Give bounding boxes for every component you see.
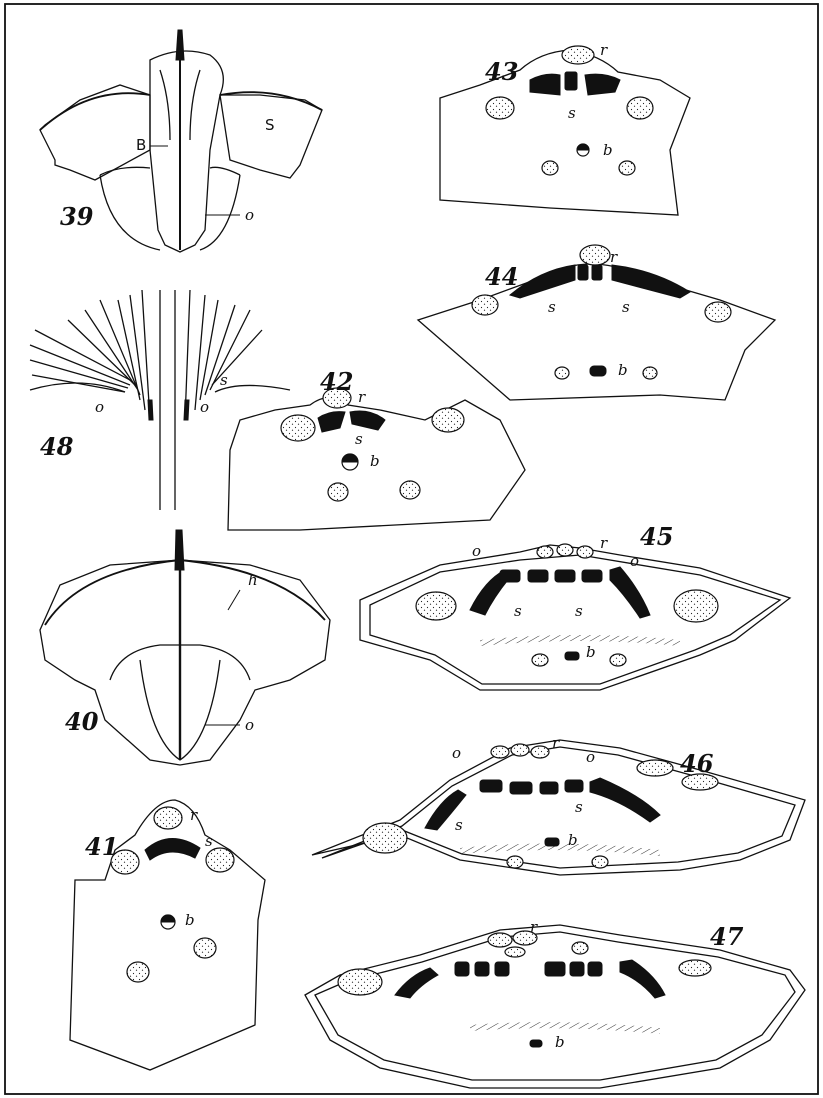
label-r: r	[610, 248, 618, 266]
label-r: r	[530, 918, 538, 936]
label-s-left: s	[548, 298, 556, 316]
label-o-left: o	[452, 744, 461, 762]
figure-number-42: 42	[320, 367, 353, 396]
figure-46: r s s b o o 46	[312, 734, 805, 875]
figure-39: B S o 39	[40, 30, 322, 252]
label-o: o	[245, 716, 254, 734]
label-s-left: s	[455, 816, 463, 834]
label-r: r	[600, 534, 608, 552]
figure-42: r s b 42	[228, 367, 525, 530]
label-b: b	[555, 1033, 565, 1051]
label-o: o	[245, 206, 254, 224]
label-S: S	[265, 116, 275, 134]
figure-number-40: 40	[65, 707, 99, 736]
label-b: b	[586, 643, 596, 661]
figure-number-44: 44	[485, 262, 518, 291]
label-B: B	[136, 136, 146, 154]
figure-number-43: 43	[485, 57, 518, 86]
figure-43: r s b 43	[440, 41, 690, 215]
label-s-left: s	[514, 602, 522, 620]
label-h: h	[248, 571, 258, 589]
figure-48: s o o 48	[30, 290, 290, 510]
label-b: b	[185, 911, 195, 929]
label-b: b	[370, 452, 380, 470]
figure-40: h o 40	[40, 530, 330, 765]
label-o-right: o	[586, 748, 595, 766]
label-s: s	[568, 104, 576, 122]
figure-41: r s b 41	[70, 800, 265, 1070]
figure-number-47: 47	[710, 922, 744, 951]
label-o-right: o	[200, 398, 209, 416]
label-s: s	[355, 430, 363, 448]
label-r: r	[358, 388, 366, 406]
label-b: b	[603, 141, 613, 159]
figure-number-45: 45	[640, 522, 673, 551]
figure-45: r s s b o o 45	[360, 522, 790, 690]
label-s-right: s	[575, 602, 583, 620]
label-r: r	[190, 806, 198, 824]
figure-number-41: 41	[85, 832, 118, 861]
label-o-left: o	[472, 542, 481, 560]
figure-number-46: 46	[680, 749, 714, 778]
figure-number-39: 39	[60, 202, 94, 231]
label-s-right: s	[622, 298, 630, 316]
figure-number-48: 48	[40, 432, 74, 461]
figure-44: r s s b 44	[418, 245, 775, 400]
label-o-left: o	[95, 398, 104, 416]
label-s: s	[205, 832, 213, 850]
figure-47: r b 47	[305, 918, 805, 1088]
label-b: b	[618, 361, 628, 379]
label-s: s	[220, 371, 228, 389]
label-b: b	[568, 831, 578, 849]
label-s-right: s	[575, 798, 583, 816]
label-r: r	[552, 734, 560, 752]
label-o-right: o	[630, 552, 639, 570]
label-r: r	[600, 41, 608, 59]
